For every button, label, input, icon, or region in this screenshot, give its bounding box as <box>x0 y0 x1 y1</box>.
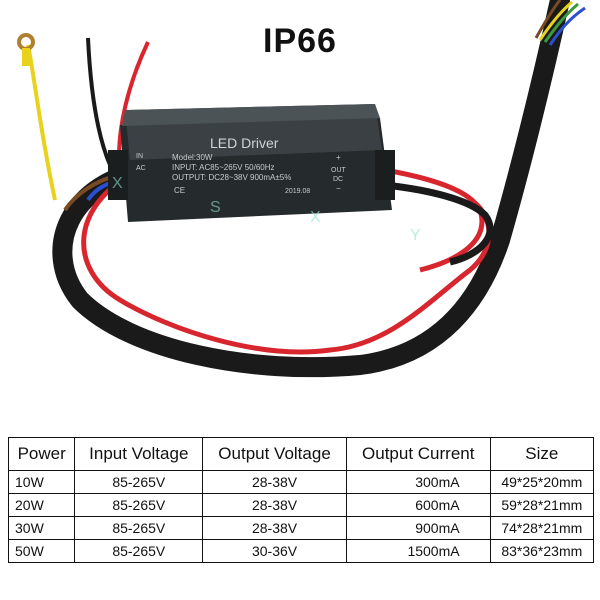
cell-power: 20W <box>7 493 76 517</box>
multi-wire-4 <box>548 6 586 46</box>
table-row: 50W 85-265V 30-36V 1500mA 83*36*23mm <box>7 539 595 563</box>
cell-input: 85-265V <box>74 539 204 563</box>
cell-output: 28-38V <box>202 516 347 540</box>
table-header-row: Power Input Voltage Output Voltage Outpu… <box>7 437 595 471</box>
ac-label: AC <box>136 165 146 172</box>
table-row: 10W 85-265V 28-38V 300mA 49*25*20mm <box>7 470 595 494</box>
header-input-voltage: Input Voltage <box>74 437 204 471</box>
watermark-letter: X <box>310 209 321 226</box>
driver-model: Model:30W <box>172 153 213 162</box>
watermark-letter: X <box>112 175 123 192</box>
cell-output: 28-38V <box>202 493 347 517</box>
watermark-letter: S <box>210 199 221 216</box>
header-output-voltage: Output Voltage <box>202 437 347 471</box>
in-label: IN <box>136 153 143 160</box>
header-power: Power <box>7 437 76 471</box>
multi-wire-2 <box>543 2 579 43</box>
table-row: 30W 85-265V 28-38V 900mA 74*28*21mm <box>7 516 595 540</box>
black-input-wire <box>86 37 112 166</box>
cell-power: 50W <box>7 539 76 563</box>
ce-mark: CE <box>174 186 185 195</box>
multi-wire-1 <box>538 0 573 41</box>
cell-current: 300mA <box>345 470 491 494</box>
spec-table: Power Input Voltage Output Voltage Outpu… <box>7 437 595 563</box>
cell-current: 900mA <box>345 516 491 540</box>
minus-label: − <box>336 184 341 193</box>
cell-size: 83*36*23mm <box>489 539 595 563</box>
cell-power: 30W <box>7 516 76 540</box>
driver-output: OUTPUT: DC28~38V 900mA±5% <box>172 173 291 182</box>
driver-name: LED Driver <box>210 135 279 151</box>
cell-input: 85-265V <box>74 470 204 494</box>
dc-label: DC <box>333 176 343 183</box>
out-label: OUT <box>331 167 347 174</box>
cell-input: 85-265V <box>74 516 204 540</box>
cell-output: 28-38V <box>202 470 347 494</box>
cell-output: 30-36V <box>202 539 347 563</box>
cell-size: 74*28*21mm <box>489 516 595 540</box>
product-photo: LED Driver Model:30W INPUT: AC85~265V 50… <box>17 0 586 378</box>
table-row: 20W 85-265V 28-38V 600mA 59*28*21mm <box>7 493 595 517</box>
cell-size: 59*28*21mm <box>489 493 595 517</box>
cell-power: 10W <box>7 470 76 494</box>
header-output-current: Output Current <box>345 437 491 471</box>
red-wire-loop <box>81 172 492 355</box>
cell-input: 85-265V <box>74 493 204 517</box>
yellow-wire <box>26 44 57 201</box>
header-size: Size <box>489 437 595 471</box>
black-wire-right <box>384 181 494 266</box>
terminal-sleeve <box>22 48 30 66</box>
watermark-letter: Y <box>410 227 421 244</box>
cell-current: 1500mA <box>345 539 491 563</box>
driver-body <box>108 104 395 222</box>
cell-current: 600mA <box>345 493 491 517</box>
cell-size: 49*25*20mm <box>489 470 595 494</box>
page-title: IP66 <box>263 22 337 60</box>
driver-input: INPUT: AC85~265V 50/60Hz <box>172 163 275 172</box>
plus-label: + <box>336 153 341 162</box>
black-cable <box>52 0 570 378</box>
multi-wire-3 <box>534 0 562 39</box>
driver-date: 2019.08 <box>285 188 310 195</box>
